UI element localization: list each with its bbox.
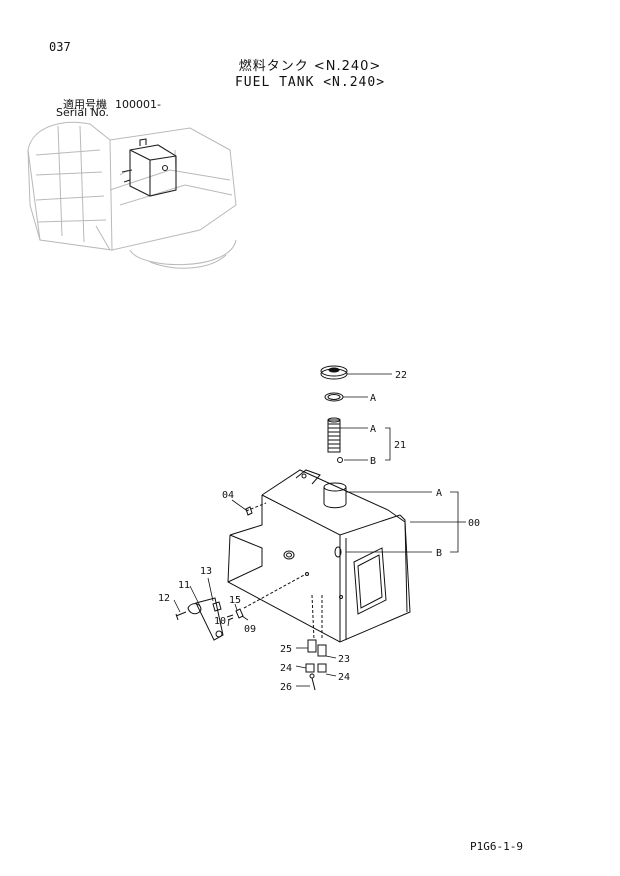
callout-04: 04 <box>222 490 234 501</box>
callout-ref-a1: A <box>370 393 376 404</box>
callout-labels: 22 A A 21 B A 00 B 04 13 11 12 15 10 09 … <box>158 370 480 693</box>
callout-24-right: 24 <box>338 672 350 683</box>
sheet-code: P1G6-1-9 <box>470 840 523 853</box>
callout-13: 13 <box>200 566 212 577</box>
callout-12: 12 <box>158 593 170 604</box>
callout-22: 22 <box>395 370 407 381</box>
callout-ref-a2: A <box>370 424 376 435</box>
callout-09: 09 <box>244 624 256 635</box>
callout-21: 21 <box>394 440 406 451</box>
callout-ref-b1: B <box>370 456 376 467</box>
serial-label: Serial No. <box>56 106 109 119</box>
fuel-tank-highlight <box>121 138 177 197</box>
callout-23: 23 <box>338 654 350 665</box>
fuel-tank-drawing <box>175 365 411 691</box>
callout-ref-b2: B <box>436 548 442 559</box>
callout-00: 00 <box>468 518 480 529</box>
callout-10: 10 <box>214 616 226 627</box>
serial-range: 100001- <box>115 98 161 111</box>
callout-11: 11 <box>178 580 190 591</box>
page-number: 037 <box>49 40 71 54</box>
callout-25: 25 <box>280 644 292 655</box>
callout-26: 26 <box>280 682 292 693</box>
excavator-locator-sketch <box>27 121 237 269</box>
callout-ref-a3: A <box>436 488 442 499</box>
title-japanese: 燃料タンク <N.240> <box>238 59 382 74</box>
callout-24-left: 24 <box>280 663 292 674</box>
applicability-label-jp: 適用号機 <box>63 98 107 111</box>
title-english: FUEL TANK <N.240> <box>234 75 386 90</box>
leader-lines <box>173 373 466 687</box>
applicability-line: 適用号機 100001- <box>63 96 169 112</box>
callout-15: 15 <box>229 595 241 606</box>
